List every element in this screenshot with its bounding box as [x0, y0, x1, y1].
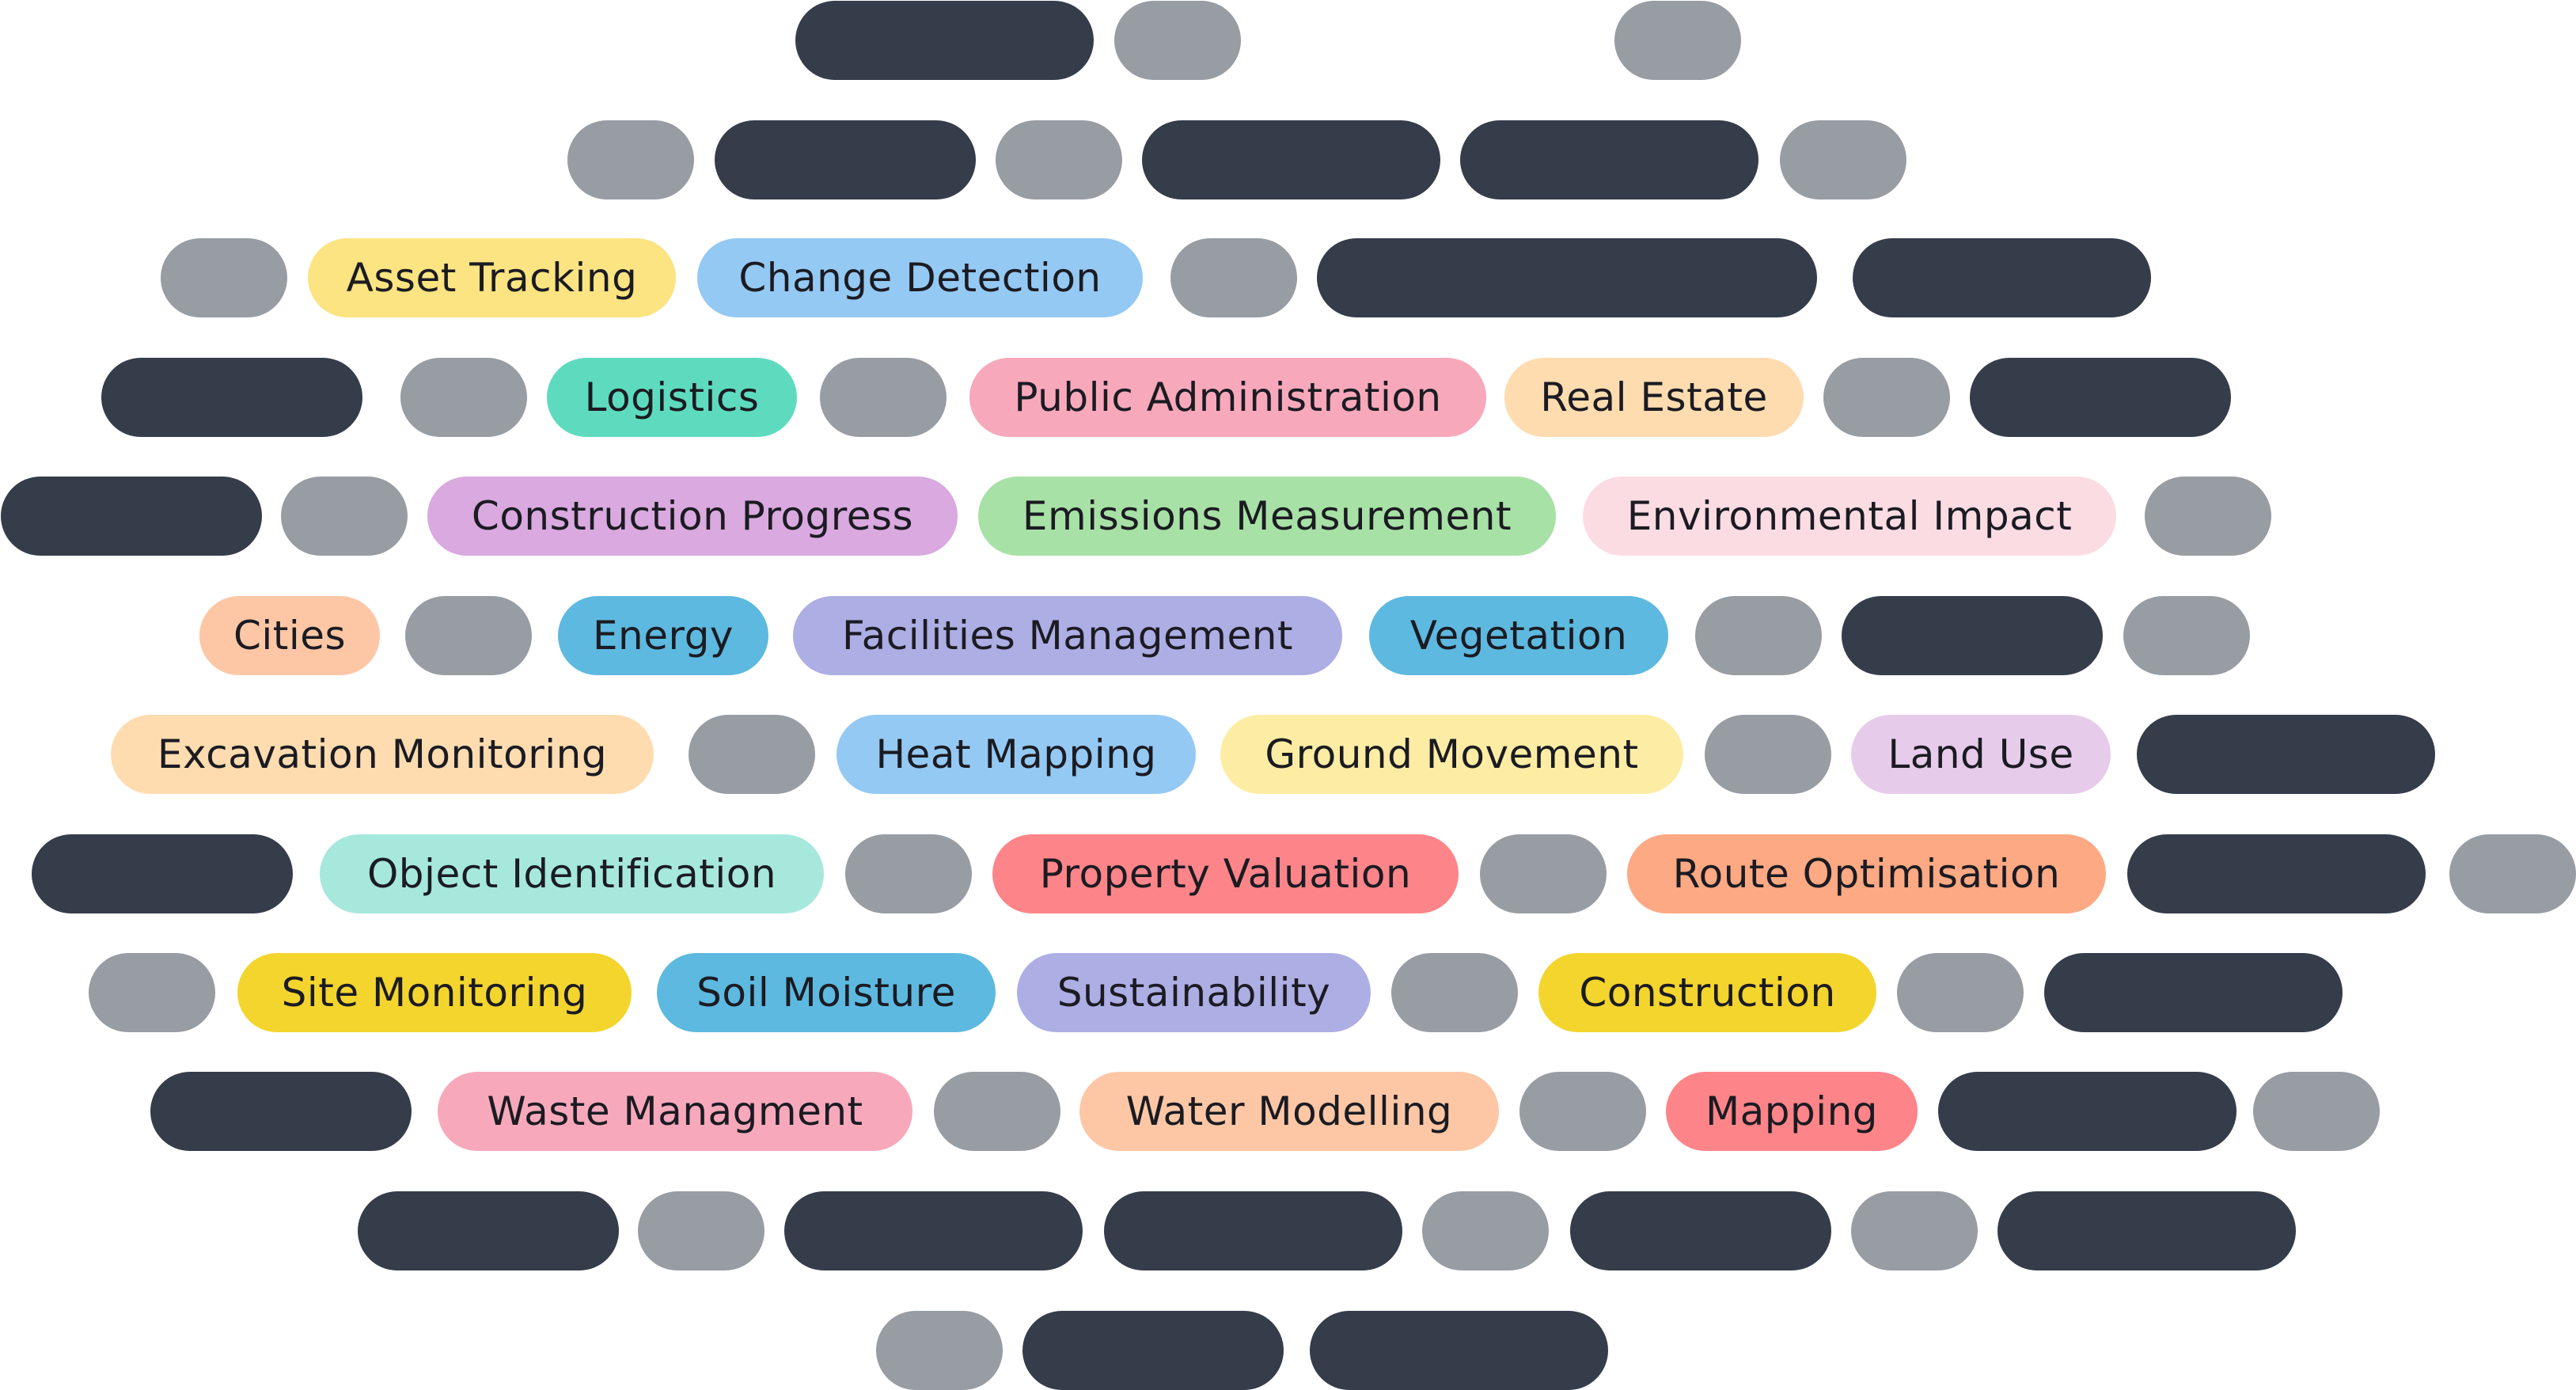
placeholder-pill [2145, 477, 2271, 556]
tag-public-administration: Public Administration [969, 358, 1486, 437]
placeholder-pill [689, 715, 815, 794]
tag-asset-tracking: Asset Tracking [308, 238, 676, 317]
placeholder-pill [101, 358, 362, 437]
placeholder-pill [1422, 1191, 1549, 1270]
placeholder-pill [1997, 1191, 2296, 1270]
placeholder-pill [1853, 238, 2151, 317]
placeholder-pill [2127, 834, 2426, 913]
placeholder-pill [1938, 1072, 2236, 1151]
placeholder-pill [1114, 1, 1241, 80]
tag-cities: Cities [199, 596, 380, 675]
placeholder-pill [1, 477, 262, 556]
placeholder-pill [161, 238, 287, 317]
placeholder-pill [1897, 953, 2024, 1032]
tag-real-estate: Real Estate [1504, 358, 1804, 437]
placeholder-pill [1317, 238, 1817, 317]
placeholder-pill [89, 953, 215, 1032]
placeholder-pill [638, 1191, 764, 1270]
placeholder-pill [1460, 120, 1758, 199]
tag-land-use: Land Use [1851, 715, 2111, 794]
placeholder-pill [715, 120, 976, 199]
tag-sustainability: Sustainability [1017, 953, 1371, 1032]
tag-soil-moisture: Soil Moisture [657, 953, 996, 1032]
placeholder-pill [2123, 596, 2250, 675]
placeholder-pill [32, 834, 293, 913]
placeholder-pill [281, 477, 408, 556]
placeholder-pill [784, 1191, 1083, 1270]
placeholder-pill [1570, 1191, 1831, 1270]
tag-excavation-monitoring: Excavation Monitoring [111, 715, 654, 794]
tag-environmental-impact: Environmental Impact [1583, 477, 2116, 556]
placeholder-pill [1780, 120, 1906, 199]
placeholder-pill [2449, 834, 2576, 913]
placeholder-pill [820, 358, 947, 437]
tag-vegetation: Vegetation [1369, 596, 1668, 675]
tag-property-valuation: Property Valuation [992, 834, 1459, 913]
tag-facilities-management: Facilities Management [793, 596, 1342, 675]
placeholder-pill [1310, 1311, 1608, 1390]
placeholder-pill [1519, 1072, 1646, 1151]
tag-route-optimisation: Route Optimisation [1627, 834, 2106, 913]
placeholder-pill [1851, 1191, 1978, 1270]
placeholder-pill [1170, 238, 1297, 317]
tag-heat-mapping: Heat Mapping [837, 715, 1196, 794]
placeholder-pill [1823, 358, 1950, 437]
placeholder-pill [150, 1072, 412, 1151]
tag-logistics: Logistics [547, 358, 797, 437]
placeholder-pill [1695, 596, 1822, 675]
tag-energy: Energy [558, 596, 768, 675]
placeholder-pill [934, 1072, 1060, 1151]
placeholder-pill [1705, 715, 1831, 794]
placeholder-pill [996, 120, 1122, 199]
placeholder-pill [405, 596, 532, 675]
placeholder-pill [400, 358, 527, 437]
placeholder-pill [567, 120, 694, 199]
placeholder-pill [1104, 1191, 1402, 1270]
placeholder-pill [795, 1, 1094, 80]
tag-ground-movement: Ground Movement [1220, 715, 1683, 794]
tag-emissions-measurement: Emissions Measurement [978, 477, 1556, 556]
placeholder-pill [876, 1311, 1003, 1390]
placeholder-pill [1842, 596, 2103, 675]
placeholder-pill [1022, 1311, 1284, 1390]
placeholder-pill [1480, 834, 1607, 913]
tag-construction: Construction [1538, 953, 1876, 1032]
tag-change-detection: Change Detection [697, 238, 1143, 317]
tag-object-identification: Object Identification [320, 834, 824, 913]
placeholder-pill [2137, 715, 2435, 794]
tag-mapping: Mapping [1666, 1072, 1918, 1151]
placeholder-pill [2253, 1072, 2380, 1151]
placeholder-pill [1142, 120, 1440, 199]
tag-water-modelling: Water Modelling [1079, 1072, 1499, 1151]
tag-construction-progress: Construction Progress [427, 477, 958, 556]
placeholder-pill [2044, 953, 2343, 1032]
tag-waste-managment: Waste Managment [438, 1072, 912, 1151]
placeholder-pill [358, 1191, 619, 1270]
placeholder-pill [1614, 1, 1741, 80]
placeholder-pill [845, 834, 972, 913]
placeholder-pill [1391, 953, 1518, 1032]
placeholder-pill [1970, 358, 2231, 437]
tag-site-monitoring: Site Monitoring [237, 953, 632, 1032]
